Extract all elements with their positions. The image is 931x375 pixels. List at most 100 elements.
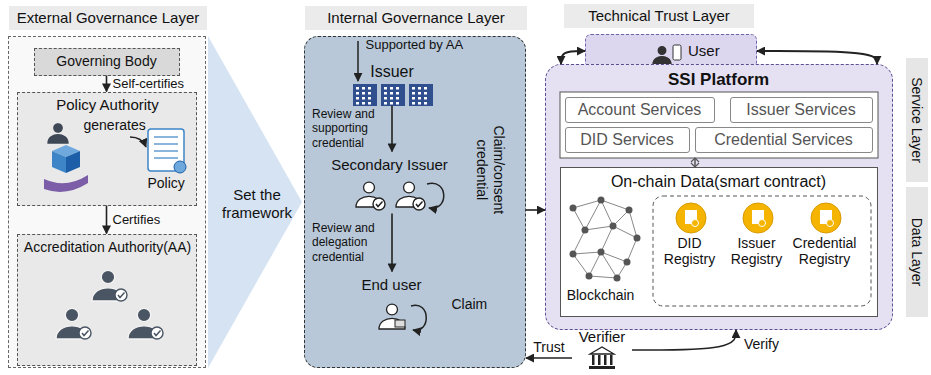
chain-link (573, 208, 585, 230)
node-text: Policy (148, 175, 185, 192)
chain-node (609, 222, 616, 229)
building-window (412, 92, 415, 95)
service-box: Credential Services (695, 127, 873, 153)
person-head (403, 182, 414, 193)
building-window (368, 102, 371, 105)
building-window (396, 97, 399, 100)
building-window (384, 92, 387, 95)
chain-link (627, 238, 637, 262)
building-window (396, 92, 399, 95)
check-badge (79, 327, 91, 339)
self-loop (427, 183, 444, 208)
chain-node (569, 250, 576, 257)
verifier-base (589, 366, 615, 369)
chain-link (601, 200, 613, 226)
connector (526, 357, 572, 359)
chain-link (585, 226, 613, 230)
person-head (53, 123, 61, 131)
chain-link (573, 252, 601, 254)
chain-link (601, 252, 617, 278)
building-window (390, 102, 393, 105)
cube-right (66, 151, 80, 173)
chain-node (597, 196, 604, 203)
building-window (368, 97, 371, 100)
check-mark (416, 201, 423, 206)
building-window (362, 97, 365, 100)
node-title: Internal Governance Layer (305, 6, 527, 30)
person-head (101, 270, 114, 283)
flow-note: Supported by AA (366, 37, 464, 53)
service-box: DID Services (565, 127, 690, 153)
chain-node (597, 248, 604, 255)
building-window (384, 97, 387, 100)
building-window (390, 87, 393, 90)
chain-link (573, 200, 601, 208)
node-title: Secondary Issuer (325, 156, 455, 174)
node-title: On-chain Data(smart contract) (561, 172, 877, 191)
node-title: DID Services (580, 130, 673, 149)
chain-node (585, 272, 592, 279)
edge-label: Certifies (113, 212, 161, 228)
connector (391, 214, 393, 272)
platform-box: SSI PlatformAccount Services Issuer Servi… (545, 64, 893, 330)
edge-label: Verify (744, 336, 779, 353)
issuer-node: Secondary Issuer (325, 152, 455, 214)
authority-box: Policy AuthoritygeneratesPolicy (17, 92, 197, 206)
node-title: Verifier (572, 328, 632, 346)
building (353, 84, 377, 106)
person-head (137, 308, 150, 321)
connector (757, 51, 877, 64)
node-title: SSI Platform (546, 70, 891, 90)
building-window (396, 87, 399, 90)
scroll-line (154, 150, 178, 151)
person-head (363, 182, 374, 193)
building-window (356, 92, 359, 95)
edge-label: Review and delegation credential (312, 221, 386, 264)
layer-tab: Data Layer (906, 187, 928, 317)
flow-note: Claim/consent credential (473, 118, 507, 222)
chain-node (623, 258, 630, 265)
building-window (356, 102, 359, 105)
person-head (658, 47, 666, 55)
building-window (418, 97, 421, 100)
verifier-column (598, 355, 601, 365)
chain-link (601, 226, 613, 252)
data-box: On-chain Data(smart contract)BlockchainD… (560, 167, 878, 317)
building-window (390, 92, 393, 95)
connector (106, 206, 108, 234)
check-badge (115, 289, 127, 301)
edge-label: Review and supporting credential (312, 107, 386, 150)
node-title: Credential Services (714, 130, 853, 149)
chevron-shape (208, 36, 302, 368)
building-window (368, 92, 371, 95)
building-window (384, 87, 387, 90)
chain-link (601, 252, 627, 262)
generates-arrow (130, 137, 146, 147)
verifier-node: Verifier (572, 328, 632, 372)
building-window (368, 87, 371, 90)
connector (106, 76, 108, 92)
scroll-line (154, 136, 178, 137)
building-window (412, 102, 415, 105)
registry-label: DID Registry (652, 235, 728, 269)
service-box: Account Services (565, 97, 715, 123)
verifier-column (610, 355, 613, 365)
check-badge (413, 198, 425, 210)
chain-link (589, 276, 617, 278)
check-mark (154, 330, 161, 335)
node-title: User (688, 42, 720, 60)
key-card (395, 320, 405, 327)
check-badge (373, 198, 385, 210)
chain-node (581, 226, 588, 233)
person-body (48, 134, 68, 142)
service-box: Issuer Services (730, 97, 873, 123)
building (381, 84, 405, 106)
building-window (418, 87, 421, 90)
person-body (379, 318, 405, 329)
registry-label: Issuer Registry (719, 235, 795, 269)
node-title: Governing Body (56, 53, 156, 70)
issuer-node: Issuer (345, 62, 440, 106)
check-mark (82, 330, 89, 335)
node-title: End user (337, 276, 447, 294)
